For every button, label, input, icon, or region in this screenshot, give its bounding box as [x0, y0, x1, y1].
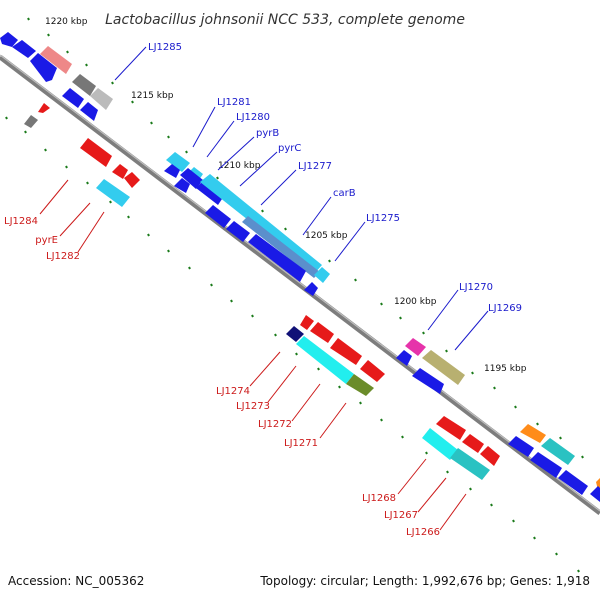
gene-lj1272[interactable] [296, 336, 354, 384]
label-lj1280[interactable]: LJ1280 [236, 112, 270, 123]
gene-pyrB[interactable] [196, 180, 224, 205]
label-lj1275[interactable]: LJ1275 [366, 213, 400, 224]
tick-label-1200: 1200 kbp [394, 297, 437, 307]
gene-navy[interactable] [286, 326, 304, 342]
accession-text: Accession: NC_005362 [8, 574, 144, 588]
gene-forward[interactable] [508, 436, 534, 457]
label-lj1277[interactable]: LJ1277 [298, 161, 332, 172]
gene-lj1282[interactable] [96, 179, 130, 207]
label-lj1284[interactable]: LJ1284 [4, 216, 38, 227]
label-lj1268[interactable]: LJ1268 [362, 493, 396, 504]
gene-forward[interactable] [396, 350, 412, 366]
gene-lj1277[interactable] [242, 216, 320, 278]
gene-reverse[interactable] [462, 434, 484, 453]
gene-reverse[interactable] [310, 322, 334, 343]
gene-forward[interactable] [164, 164, 180, 178]
tick-label-1205: 1205 kbp [305, 231, 348, 241]
forward-leaders [114, 46, 489, 351]
gene-light-gray[interactable] [90, 88, 113, 110]
gene-lj1267[interactable] [422, 428, 458, 460]
gene-lj1266[interactable] [450, 448, 490, 480]
label-carB[interactable]: carB [333, 188, 356, 199]
gene-lj1275[interactable] [314, 267, 330, 283]
label-pyrC[interactable]: pyrC [278, 143, 301, 154]
topology-text: Topology: circular; Length: 1,992,676 bp… [259, 574, 590, 588]
gene-forward[interactable] [530, 452, 562, 478]
label-lj1281[interactable]: LJ1281 [217, 97, 251, 108]
kbp-labels: 1220 kbp 1215 kbp 1210 kbp 1205 kbp 1200… [45, 17, 527, 374]
gene-lj1274[interactable] [300, 315, 314, 330]
label-lj1269[interactable]: LJ1269 [488, 303, 522, 314]
gene-forward[interactable] [180, 168, 203, 189]
gene-forward[interactable] [558, 470, 588, 495]
tick-label-1195: 1195 kbp [484, 364, 527, 374]
reverse-genes [24, 103, 500, 480]
label-lj1272[interactable]: LJ1272 [258, 419, 292, 430]
reverse-leaders [39, 179, 467, 531]
gene-lj1284[interactable] [80, 138, 112, 167]
genome-backbone [0, 55, 600, 515]
gene-forward[interactable] [12, 40, 36, 58]
reverse-labels: LJ1284 pyrE LJ1282 LJ1274 LJ1273 LJ1272 … [4, 216, 440, 538]
gene-teal[interactable] [541, 438, 575, 465]
gene-reverse[interactable] [124, 172, 140, 188]
tick-dashes [5, 17, 584, 573]
gene-forward[interactable] [412, 368, 444, 394]
tick-label-1220: 1220 kbp [45, 17, 88, 27]
label-pyrE[interactable]: pyrE [35, 235, 58, 246]
gene-orange[interactable] [520, 424, 546, 443]
gene-lj1268[interactable] [436, 416, 466, 440]
gene-pyrC[interactable] [200, 174, 322, 273]
forward-genes [0, 32, 600, 502]
gene-forward[interactable] [590, 486, 600, 502]
label-pyrB[interactable]: pyrB [256, 128, 279, 139]
label-lj1285[interactable]: LJ1285 [148, 42, 182, 53]
gene-reverse[interactable] [38, 103, 50, 113]
gene-reverse[interactable] [480, 446, 500, 466]
label-lj1273[interactable]: LJ1273 [236, 401, 270, 412]
tick-label-1210: 1210 kbp [218, 161, 261, 171]
genome-title: Lactobacillus johnsonii NCC 533, complet… [105, 12, 465, 28]
gene-reverse[interactable] [330, 338, 362, 365]
gene-reverse[interactable] [112, 164, 128, 179]
gene-forward[interactable] [304, 282, 318, 296]
gene-forward[interactable] [205, 205, 231, 228]
gene-forward[interactable] [62, 88, 84, 108]
gene-lj1281[interactable] [166, 152, 190, 172]
gene-forward[interactable] [80, 102, 98, 121]
gene-forward[interactable] [174, 178, 190, 193]
gene-lj1269[interactable] [422, 350, 465, 385]
label-lj1274[interactable]: LJ1274 [216, 386, 250, 397]
gene-forward[interactable] [0, 32, 18, 47]
gene-gray[interactable] [24, 115, 38, 128]
label-lj1282[interactable]: LJ1282 [46, 251, 80, 262]
label-lj1271[interactable]: LJ1271 [284, 438, 318, 449]
tick-label-1215: 1215 kbp [131, 91, 174, 101]
gene-lj1270[interactable] [405, 338, 426, 356]
label-lj1267[interactable]: LJ1267 [384, 510, 418, 521]
genome-backbone-highlight [0, 54, 600, 512]
gene-carB[interactable] [248, 234, 306, 282]
label-lj1270[interactable]: LJ1270 [459, 282, 493, 293]
gene-reverse[interactable] [360, 360, 385, 382]
forward-labels: LJ1285 LJ1281 LJ1280 pyrB pyrC LJ1277 ca… [148, 42, 522, 314]
label-lj1266[interactable]: LJ1266 [406, 527, 440, 538]
gene-lj1271[interactable] [346, 374, 374, 396]
gene-gray[interactable] [72, 74, 96, 96]
gene-forward[interactable] [226, 221, 250, 242]
gene-forward[interactable] [30, 53, 57, 82]
gene-lj1285[interactable] [40, 46, 72, 74]
